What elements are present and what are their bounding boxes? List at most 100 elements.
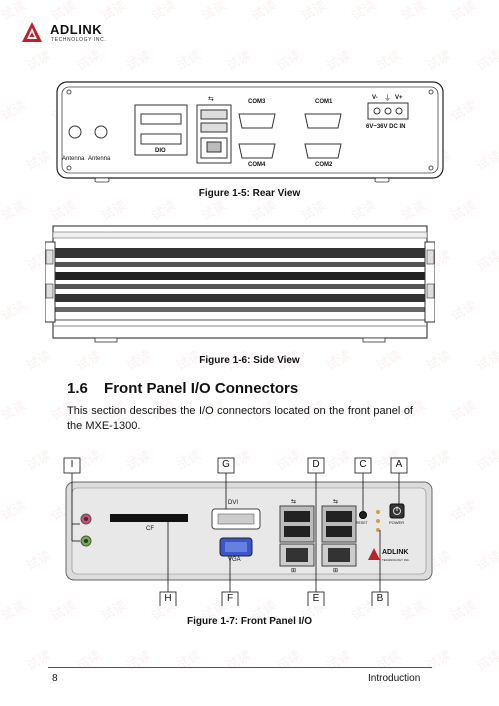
watermark-mark: 试读 — [173, 48, 205, 75]
reset-label: RESET — [356, 521, 368, 525]
section-heading: 1.6 Front Panel I/O Connectors — [67, 380, 298, 397]
callout-i: I — [70, 459, 74, 470]
antenna-1-connector — [68, 125, 82, 139]
watermark-mark: 试读 — [0, 98, 30, 125]
watermark-mark: 试读 — [273, 648, 305, 675]
callout-b: B — [376, 593, 384, 604]
lan-icon-left: ⊞ — [291, 568, 297, 574]
lan-icon-right: ⊞ — [333, 568, 339, 574]
rear-view-caption: Figure 1-5: Rear View — [198, 188, 301, 199]
callout-g: G — [222, 459, 230, 470]
usb-icon-left: ⇆ — [291, 499, 297, 505]
com4-port — [238, 143, 276, 159]
power-minus-label: V- — [372, 95, 378, 101]
led-1 — [376, 510, 380, 514]
watermark-mark: 试读 — [448, 0, 480, 25]
dvi-label: DVI — [228, 500, 239, 506]
com2-label: COM2 — [315, 162, 333, 168]
watermark-mark: 试读 — [398, 0, 430, 25]
footer-page-number: 8 — [52, 673, 58, 684]
brand-sub-label: TECHNOLOGY INC. — [382, 558, 410, 562]
section-number: 1.6 — [67, 380, 88, 397]
watermark-mark: 试读 — [0, 298, 30, 325]
power-plus-label: V+ — [395, 95, 403, 101]
usb-icon-right: ⇆ — [333, 499, 339, 505]
watermark-mark: 试读 — [298, 0, 330, 25]
watermark-mark: 试读 — [273, 48, 305, 75]
watermark-mark: 试读 — [298, 198, 330, 225]
com1-port — [304, 113, 342, 129]
watermark-mark: 试读 — [473, 648, 499, 675]
watermark-mark: 试读 — [248, 198, 280, 225]
callout-a: A — [395, 459, 403, 470]
usb-lan-stack-right — [321, 505, 357, 567]
rear-view-figure: Antenna Antenna DIO ⇆ COM3 COM1 COM4 COM… — [55, 78, 445, 188]
watermark-mark: 试读 — [473, 48, 499, 75]
callout-c: C — [359, 459, 367, 470]
watermark-mark: 试读 — [473, 148, 499, 175]
watermark-mark: 试读 — [323, 48, 355, 75]
watermark-mark: 试读 — [348, 0, 380, 25]
watermark-mark: 试读 — [423, 48, 455, 75]
watermark-mark: 试读 — [398, 198, 430, 225]
watermark-mark: 试读 — [448, 298, 480, 325]
watermark-mark: 试读 — [423, 648, 455, 675]
watermark-mark: 试读 — [223, 48, 255, 75]
antenna-1-label: Antenna — [62, 156, 85, 162]
watermark-mark: 试读 — [198, 198, 230, 225]
usb-lan-stack-left — [279, 505, 315, 567]
watermark-mark: 试读 — [473, 248, 499, 275]
side-view-drawing — [44, 225, 436, 343]
adlink-logo-icon — [22, 22, 42, 42]
rear-view-drawing — [56, 81, 444, 183]
com1-label: COM1 — [315, 99, 333, 105]
watermark-mark: 试读 — [23, 548, 55, 575]
watermark-mark: 试读 — [0, 498, 30, 525]
callout-f: F — [226, 593, 234, 604]
led-3 — [376, 528, 380, 532]
watermark-mark: 试读 — [23, 148, 55, 175]
front-panel-drawing — [63, 457, 433, 608]
com3-label: COM3 — [248, 99, 266, 105]
watermark-mark: 试读 — [448, 498, 480, 525]
watermark-mark: 试读 — [123, 648, 155, 675]
callout-d: D — [312, 459, 320, 470]
watermark-mark: 试读 — [73, 648, 105, 675]
ground-icon: ⏚ — [384, 95, 391, 102]
section-body: This section describes the I/O connector… — [67, 405, 413, 432]
side-view-figure — [44, 222, 436, 347]
brand-label: ADLINK — [382, 549, 409, 556]
watermark-mark: 试读 — [173, 648, 205, 675]
watermark-mark: 试读 — [0, 398, 30, 425]
usb-icon: ⇆ — [208, 96, 214, 103]
dio-label: DIO — [155, 148, 166, 154]
com4-label: COM4 — [248, 162, 266, 168]
power-label: POWER — [389, 520, 405, 525]
footer-section-name: Introduction — [368, 673, 421, 684]
watermark-mark: 试读 — [248, 0, 280, 25]
callout-h: H — [164, 593, 172, 604]
watermark-mark: 试读 — [0, 198, 30, 225]
cf-label: CF — [146, 526, 154, 532]
power-range-label: 6V~36V DC IN — [366, 124, 406, 130]
section-title: Front Panel I/O Connectors — [104, 380, 299, 397]
front-panel-figure: I G D C A H F E B DVI VGA CF ⇆ ⇆ ⊞ ⊞ RES… — [60, 456, 440, 608]
watermark-mark: 试读 — [23, 448, 55, 475]
com2-port — [304, 143, 342, 159]
reset-button — [359, 511, 367, 519]
front-panel-caption: Figure 1-7: Front Panel I/O — [186, 616, 312, 627]
watermark-mark: 试读 — [473, 448, 499, 475]
watermark-mark: 试读 — [98, 198, 130, 225]
antenna-2-label: Antenna — [88, 156, 111, 162]
watermark-mark: 试读 — [348, 198, 380, 225]
watermark-mark: 试读 — [223, 648, 255, 675]
watermark-mark: 试读 — [448, 198, 480, 225]
antenna-2-connector — [94, 125, 108, 139]
watermark-mark: 试读 — [148, 198, 180, 225]
header-logo: ADLINK TECHNOLOGY INC. — [20, 20, 160, 50]
cf-slot — [110, 514, 188, 522]
watermark-mark: 试读 — [323, 648, 355, 675]
watermark-mark: 试读 — [448, 398, 480, 425]
footer-rule — [48, 667, 432, 668]
vga-label: VGA — [228, 557, 241, 563]
